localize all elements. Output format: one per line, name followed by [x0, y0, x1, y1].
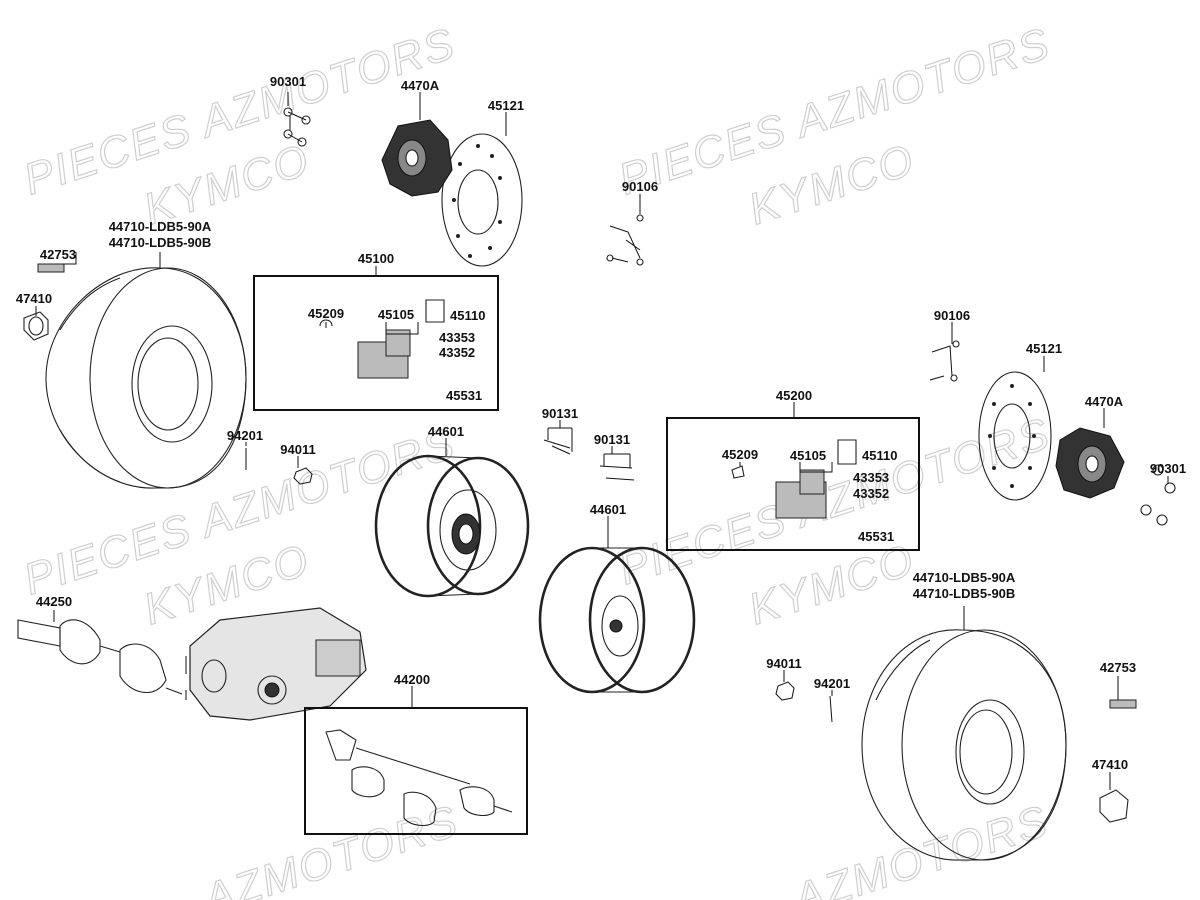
label-45209: 45209 [722, 447, 758, 462]
label-90131: 90131 [594, 432, 630, 447]
label-42753: 42753 [1100, 660, 1136, 675]
label-44200: 44200 [394, 672, 430, 687]
label-43353: 43353 [853, 470, 889, 485]
label-45105: 45105 [378, 307, 414, 322]
label-94201: 94201 [814, 676, 850, 691]
box-45200 [666, 417, 920, 551]
label-94011: 94011 [280, 442, 315, 457]
lug-nuts-top [283, 107, 311, 147]
label-45531: 45531 [858, 529, 894, 544]
brake-disc-left [441, 133, 523, 267]
label-44601: 44601 [590, 502, 626, 517]
watermark-azmotors: AZMOTORS [785, 796, 1055, 900]
rim-right [538, 546, 696, 694]
label-90301: 90301 [1150, 461, 1186, 476]
label-45100: 45100 [358, 251, 394, 266]
watermarks: PIECES AZMOTORS KYMCO PIECES AZMOTORS KY… [17, 18, 1057, 900]
wheel-bolts-90131 [543, 439, 635, 481]
hub-bolts-right [929, 340, 960, 382]
label-45121: 45121 [488, 98, 524, 113]
driveshaft-44250 [17, 619, 183, 695]
caliper-right [731, 439, 857, 519]
label-90131: 90131 [542, 406, 578, 421]
label-44601: 44601 [428, 424, 464, 439]
wheel-hub-left [381, 119, 453, 197]
caps-94011 [293, 467, 795, 701]
label-45200: 45200 [776, 388, 812, 403]
tire-rear-right [861, 629, 1067, 861]
label-4470a: 4470A [401, 78, 440, 93]
part-labels: 90301 4470A 45121 90106 44710-LDB5-90A 4… [16, 74, 1186, 772]
label-43352: 43352 [853, 486, 889, 501]
label-44250: 44250 [36, 594, 72, 609]
axle-nut-right [1099, 789, 1129, 823]
label-43353: 43353 [439, 330, 475, 345]
label-4470a: 4470A [1085, 394, 1124, 409]
label-90301: 90301 [270, 74, 306, 89]
rim-left [374, 454, 530, 598]
label-45531: 45531 [446, 388, 482, 403]
label-45121: 45121 [1026, 341, 1062, 356]
label-94011: 94011 [766, 656, 801, 671]
label-44710-a: 44710-LDB5-90A [913, 570, 1016, 585]
brake-disc-right [978, 371, 1052, 501]
wheel-hub-right [1055, 427, 1125, 499]
label-45110: 45110 [862, 448, 897, 463]
box-44200 [304, 707, 528, 835]
label-45105: 45105 [790, 448, 826, 463]
label-47410: 47410 [1092, 757, 1128, 772]
axle-nut-left [23, 311, 49, 341]
tire-front-left [45, 267, 247, 489]
label-42753: 42753 [40, 247, 76, 262]
label-90106: 90106 [934, 308, 970, 323]
leader-lines [35, 92, 1169, 790]
driveshaft-44200 [325, 729, 513, 827]
hub-bolts-top [606, 214, 644, 266]
label-47410: 47410 [16, 291, 52, 306]
watermark-azmotors: AZMOTORS [195, 796, 465, 900]
label-43352: 43352 [439, 345, 475, 360]
label-45209: 45209 [308, 306, 344, 321]
label-45110: 45110 [450, 308, 485, 323]
label-44710-b: 44710-LDB5-90B [913, 586, 1016, 601]
differential-gearbox [189, 607, 367, 721]
valve-stem-left [37, 263, 65, 273]
valve-stem-right [1109, 699, 1137, 709]
label-44710-b: 44710-LDB5-90B [109, 235, 212, 250]
lug-nuts-right [1140, 464, 1176, 526]
label-90106: 90106 [622, 179, 658, 194]
cotter-pins [245, 448, 833, 723]
label-44710-a: 44710-LDB5-90A [109, 219, 212, 234]
label-94201: 94201 [227, 428, 263, 443]
